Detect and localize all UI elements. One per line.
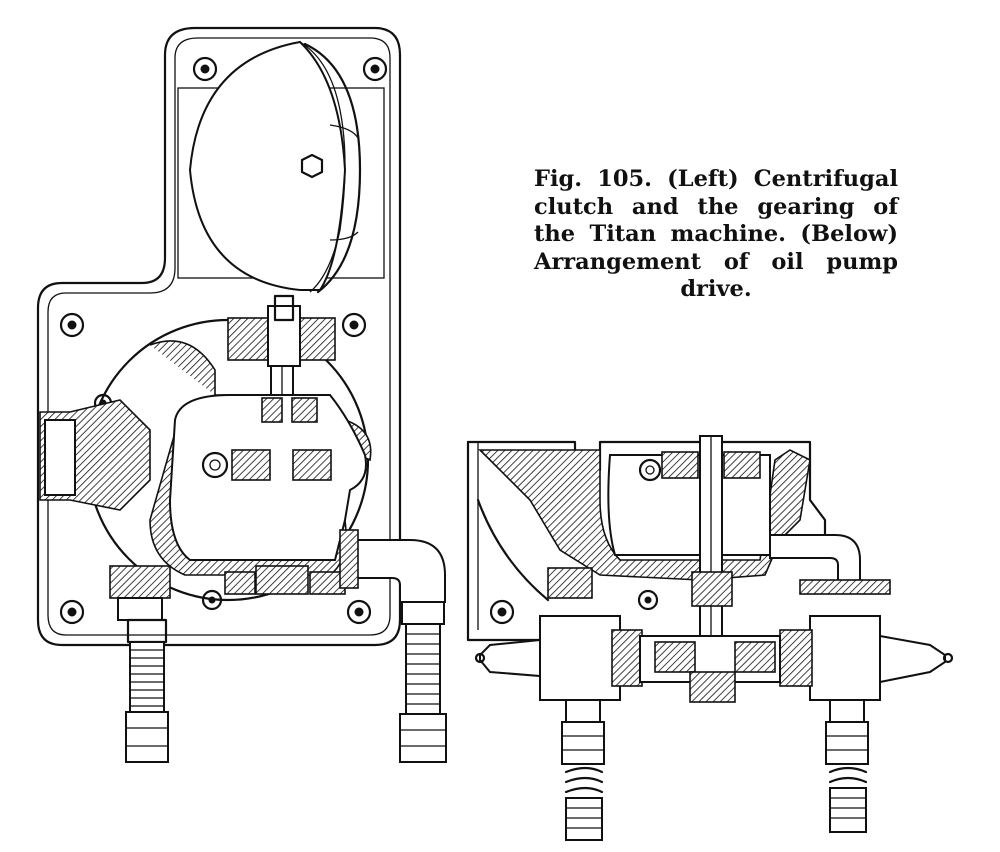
clutch-hub (227, 294, 336, 367)
pump-elbow (769, 534, 861, 586)
pump-left-hose (547, 567, 605, 841)
bevel-gear-right (292, 449, 332, 481)
left-flex-hose (125, 618, 169, 763)
bevel-gear-left (231, 449, 271, 481)
caption-line-5: drive. (680, 276, 752, 302)
oil-pump-drive-drawing (466, 435, 954, 841)
pump-cylinders (474, 615, 954, 703)
caption-line-4: Arrangement of oil pump (534, 248, 898, 275)
clutch-drum (188, 40, 347, 291)
elbow-pipe (349, 539, 446, 603)
centrifugal-clutch-drawing (36, 26, 447, 763)
pump-frame (466, 440, 550, 642)
figure-caption: Fig. 105. (Left) Centrifugal clutch and … (534, 166, 898, 304)
drum-hex-nut (300, 153, 324, 179)
mounting-plate (36, 26, 402, 647)
caption-line-1: Fig. 105. (Left) Centrifugal (534, 166, 898, 192)
left-union (109, 565, 171, 599)
right-flex-hose (399, 601, 447, 763)
lower-bearing (255, 565, 309, 595)
pump-right-hose (825, 699, 869, 833)
pump-casing (478, 449, 811, 581)
caption-line-3: the Titan machine. (Below) (534, 221, 898, 247)
caption-line-2: clutch and the gearing of (534, 193, 898, 220)
